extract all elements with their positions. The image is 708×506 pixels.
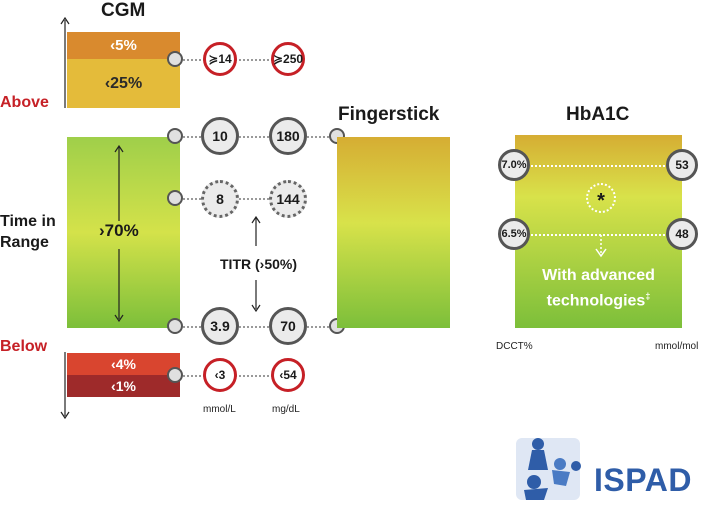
target-mgdl-circle: 144	[269, 180, 307, 218]
connector-high	[167, 128, 183, 144]
cgm-below-pct: ‹4%	[111, 356, 136, 372]
titr-label: TITR (›50%)	[220, 256, 297, 272]
cgm-above-pct: ‹25%	[104, 74, 143, 92]
cgm-tir-range-arrow	[114, 145, 124, 322]
hba1c-dotline-lower	[524, 234, 672, 236]
very-low-mmol-circle: ‹3	[203, 358, 237, 392]
hba1c-advanced-line2: technologies	[546, 292, 646, 310]
hba1c-upper-mmol-circle: 53	[666, 149, 698, 181]
hba1c-advanced-mark: ‡	[645, 291, 651, 301]
hba1c-unit-dcct: DCCT%	[496, 341, 533, 352]
dotline-high	[183, 136, 333, 138]
fingerstick-title: Fingerstick	[338, 104, 440, 125]
titr-range-arrow	[251, 216, 261, 312]
cgm-below-bar: ‹4%	[67, 353, 180, 375]
hba1c-advanced-text: With advanced technologies‡	[515, 266, 682, 311]
hba1c-title: HbA1C	[566, 104, 630, 125]
cgm-above-very-high-bar: ‹5%	[67, 32, 180, 59]
cgm-tir-pct: ›70%	[99, 221, 139, 240]
low-mmol-circle: 3.9	[201, 307, 239, 345]
very-high-mgdl-circle: ≽250	[271, 42, 305, 76]
cgm-below-very-low-pct: ‹1%	[111, 378, 136, 394]
fingerstick-bar	[337, 137, 450, 328]
below-label: Below	[0, 338, 48, 355]
ispad-logo-figures	[516, 438, 581, 500]
hba1c-down-arrow	[595, 235, 607, 258]
low-mgdl-circle: 70	[269, 307, 307, 345]
target-mmol-circle: 8	[201, 180, 239, 218]
cgm-below-very-low-bar: ‹1%	[67, 375, 180, 397]
time-in-range-label-line1: Time in	[0, 213, 56, 230]
hba1c-lower-dcct-circle: 6.5%	[498, 218, 530, 250]
high-mgdl-circle: 180	[269, 117, 307, 155]
cgm-axis-up-arrow	[60, 16, 70, 108]
connector-very-high	[167, 51, 183, 67]
very-low-mgdl-circle: ‹54	[271, 358, 305, 392]
dotline-very-low	[183, 375, 293, 377]
cgm-above-very-high-pct: ‹5%	[110, 37, 137, 54]
hba1c-upper-dcct-circle: 7.0%	[498, 149, 530, 181]
hba1c-unit-mmolmol: mmol/mol	[655, 341, 699, 352]
connector-low	[167, 318, 183, 334]
dotline-very-high	[183, 59, 293, 61]
ispad-logo-text: ISPAD	[594, 462, 692, 498]
hba1c-advanced-line1: With advanced	[542, 267, 655, 284]
connector-very-low	[167, 367, 183, 383]
dotline-low	[183, 326, 333, 328]
very-high-mmol-circle: ≽14	[203, 42, 237, 76]
unit-mgdl-label: mg/dL	[272, 404, 300, 415]
connector-target	[167, 190, 183, 206]
hba1c-advanced-line2-wrap: technologies‡	[515, 286, 682, 311]
above-label: Above	[0, 94, 49, 111]
cgm-title: CGM	[101, 0, 146, 21]
cgm-tir-bar	[67, 137, 180, 328]
high-mmol-circle: 10	[201, 117, 239, 155]
unit-mmol-label: mmol/L	[203, 404, 236, 415]
hba1c-bar	[515, 135, 682, 328]
cgm-axis-down-arrow	[60, 352, 70, 420]
hba1c-asterisk: *	[597, 190, 605, 212]
hba1c-asterisk-circle: *	[586, 183, 616, 213]
cgm-above-bar: ‹25%	[67, 59, 180, 108]
hba1c-dotline-upper	[524, 165, 672, 167]
hba1c-lower-mmol-circle: 48	[666, 218, 698, 250]
time-in-range-label-line2: Range	[0, 234, 49, 251]
